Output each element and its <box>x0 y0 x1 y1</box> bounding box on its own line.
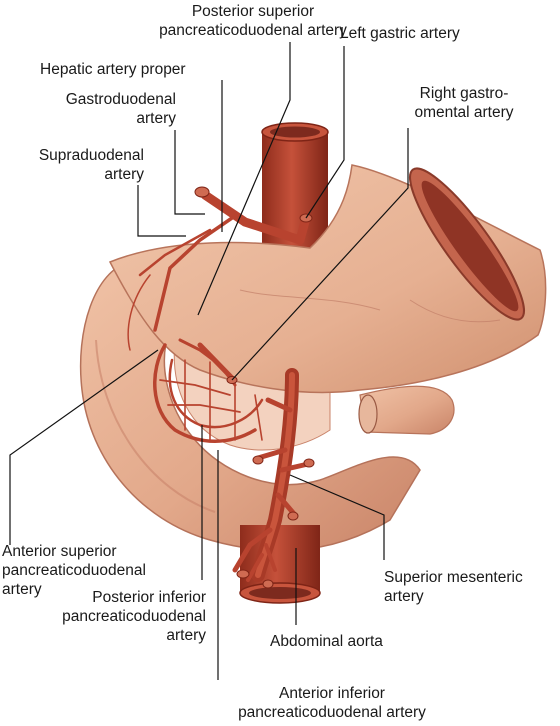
leader-right-gastroomental <box>231 128 409 381</box>
leader-lines <box>9 42 409 680</box>
leader-left-gastric <box>305 46 345 219</box>
leader-gastroduodenal <box>174 130 205 215</box>
label-hepatic-proper: Hepatic artery proper <box>40 61 186 78</box>
label-gastroduodenal: Gastroduodenal artery <box>65 91 176 127</box>
leader-anterior-superior-pd <box>9 349 159 545</box>
label-posterior-inferior-pd: Posterior inferior pancreaticoduodenal a… <box>62 589 206 644</box>
leader-supraduodenal <box>137 185 186 237</box>
label-abdominal-aorta: Abdominal aorta <box>270 633 383 650</box>
leader-posterior-superior-pd <box>197 42 291 316</box>
aorta-lower <box>239 525 321 604</box>
superior-mesenteric-artery <box>232 368 315 589</box>
arcade-vessels <box>153 338 264 443</box>
label-supraduodenal: Supraduodenal artery <box>38 147 144 183</box>
label-superior-mesenteric: Superior mesenteric artery <box>384 569 523 605</box>
label-anterior-superior-pd: Anterior superior pancreaticoduodenal ar… <box>2 543 146 598</box>
label-posterior-superior-pd: Posterior superior pancreaticoduodenal a… <box>159 3 347 39</box>
label-anterior-inferior-pd: Anterior inferior pancreaticoduodenal ar… <box>238 685 426 721</box>
label-left-gastric: Left gastric artery <box>340 25 460 42</box>
stomach <box>108 164 547 435</box>
label-right-gastroomental: Right gastro- omental artery <box>414 85 514 121</box>
leader-superior-mesenteric <box>289 474 385 560</box>
